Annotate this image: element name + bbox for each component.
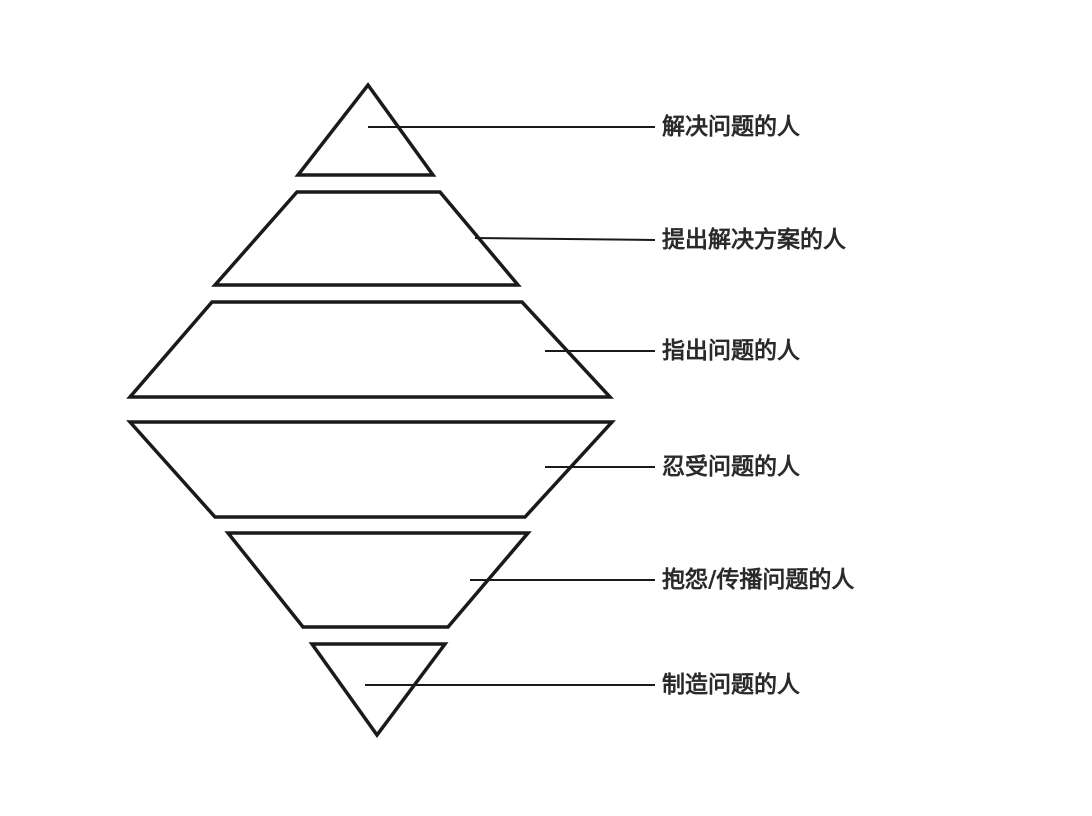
level-2-shape <box>211 190 522 287</box>
level-5-label: 抱怨/传播问题的人 <box>662 567 855 593</box>
level-4-shape <box>126 420 616 519</box>
level-2-leader-line <box>474 237 656 241</box>
level-2-label: 提出解决方案的人 <box>662 227 846 253</box>
level-6-shape <box>308 642 449 738</box>
level-6-label: 制造问题的人 <box>662 672 800 698</box>
level-3-shape <box>126 300 615 399</box>
level-4-label: 忍受问题的人 <box>662 454 800 480</box>
level-5-shape <box>224 531 532 629</box>
level-1-shape <box>294 82 437 177</box>
level-1-label: 解决问题的人 <box>662 114 800 140</box>
level-3-label: 指出问题的人 <box>662 338 800 364</box>
